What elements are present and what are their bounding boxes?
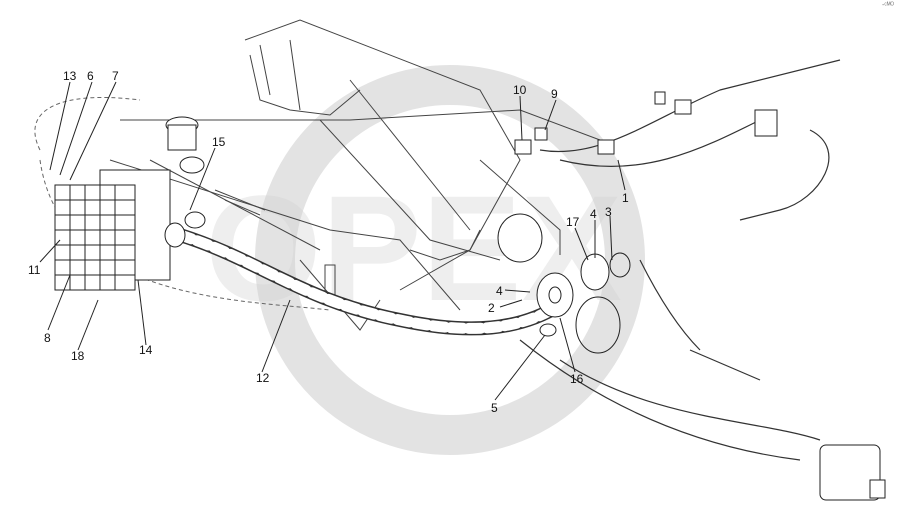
cooler-11 (54, 169, 186, 291)
flange-16 (184, 211, 631, 354)
callout-17: 17 (566, 215, 580, 229)
leader-lines (39, 81, 626, 401)
corner-mark: -ᶜᴹᴼ (882, 2, 894, 9)
brackets (514, 91, 778, 155)
callout-1: 1 (622, 191, 629, 205)
callout-6: 6 (87, 69, 94, 83)
callout-3: 3 (605, 205, 612, 219)
drum-part (497, 213, 543, 263)
callout-10: 10 (513, 83, 527, 97)
reservoir (165, 116, 205, 174)
callout-11: 11 (28, 263, 41, 277)
callout-14: 14 (139, 343, 153, 357)
callout-4b: 4 (496, 284, 503, 298)
callout-8: 8 (44, 331, 51, 345)
frame-structure (109, 19, 601, 331)
callout-5: 5 (491, 401, 498, 415)
hydraulic-motor (819, 444, 886, 501)
callout-12: 12 (256, 371, 270, 385)
hydraulic-hoses (519, 59, 841, 461)
callout-15: 15 (212, 135, 226, 149)
callout-4: 4 (590, 207, 597, 221)
callout-7: 7 (112, 69, 119, 83)
callout-9: 9 (551, 87, 558, 101)
callout-labels: 13 6 7 15 10 9 1 17 4 3 11 8 18 14 4 2 1… (28, 69, 629, 415)
callout-16: 16 (570, 372, 584, 386)
callout-2: 2 (488, 301, 495, 315)
callout-18: 18 (71, 349, 85, 363)
callout-13: 13 (63, 69, 77, 83)
